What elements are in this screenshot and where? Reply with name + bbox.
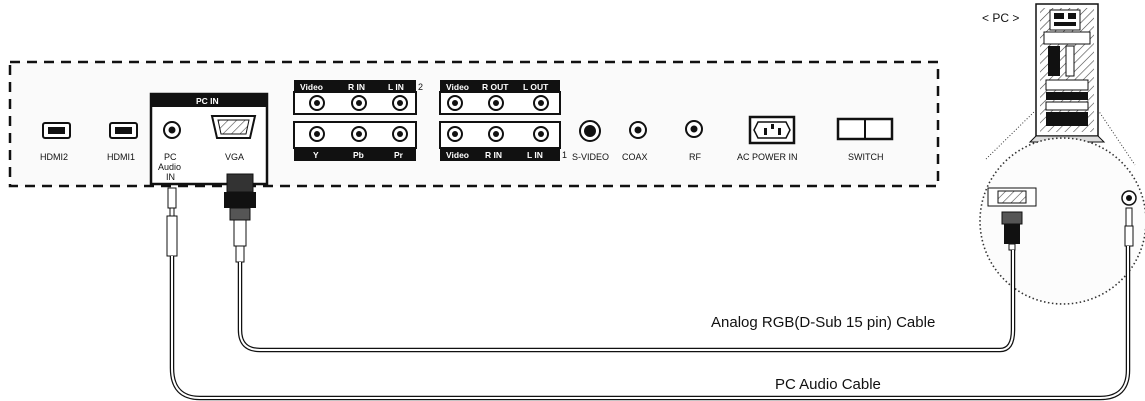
pc-audio-label-2: Audio <box>158 162 181 172</box>
av1-top-label-2: R OUT <box>482 82 509 92</box>
av1-bottom-label-3: L IN <box>527 150 543 160</box>
av1-number: 1 <box>562 150 567 160</box>
av1-top-label-1: Video <box>446 82 469 92</box>
hdmi2-port: HDMI2 <box>40 122 71 162</box>
av-group-2: Video R IN L IN 2 Y Pb Pr <box>293 80 423 161</box>
av2-bottom-label-3: Pr <box>394 150 404 160</box>
pc-tower: < PC > <box>982 3 1106 143</box>
av2-number: 2 <box>418 82 423 92</box>
s-video-port: S-VIDEO <box>572 120 609 162</box>
rf-port: RF <box>685 120 703 162</box>
pc-audio-label-1: PC <box>164 152 177 162</box>
pc-audio-cable <box>166 187 1131 401</box>
ac-power-port: AC POWER IN <box>737 115 798 162</box>
rf-label: RF <box>689 152 701 162</box>
power-switch: SWITCH <box>836 117 894 162</box>
vga-label: VGA <box>225 152 244 162</box>
s-video-label: S-VIDEO <box>572 152 609 162</box>
audio-cable-label: PC Audio Cable <box>775 376 881 393</box>
av1-top-label-3: L OUT <box>523 82 549 92</box>
av1-bottom-label-1: Video <box>446 150 469 160</box>
switch-label: SWITCH <box>848 152 884 162</box>
rgb-cable <box>224 173 1016 353</box>
pc-tag: < PC > <box>982 11 1019 25</box>
hdmi1-port: HDMI1 <box>107 122 138 162</box>
hdmi2-label: HDMI2 <box>40 152 68 162</box>
pc-in-header: PC IN <box>196 96 219 106</box>
coax-port: COAX <box>622 121 648 162</box>
av1-bottom-label-2: R IN <box>485 150 502 160</box>
av2-bottom-label-1: Y <box>313 150 319 160</box>
ac-power-label: AC POWER IN <box>737 152 798 162</box>
av2-top-label-2: R IN <box>348 82 365 92</box>
av2-top-label-3: L IN <box>388 82 404 92</box>
av2-top-label-1: Video <box>300 82 323 92</box>
av-group-1: Video R OUT L OUT Video R IN L IN 1 <box>439 80 567 161</box>
pc-audio-label-3: IN <box>166 172 175 182</box>
av2-bottom-label-2: Pb <box>353 150 364 160</box>
pc-zoom-callout <box>979 109 1145 305</box>
hdmi1-label: HDMI1 <box>107 152 135 162</box>
pc-in-block: PC IN PC Audio IN VGA <box>149 92 269 186</box>
coax-label: COAX <box>622 152 648 162</box>
rgb-cable-label: Analog RGB(D-Sub 15 pin) Cable <box>711 314 935 331</box>
